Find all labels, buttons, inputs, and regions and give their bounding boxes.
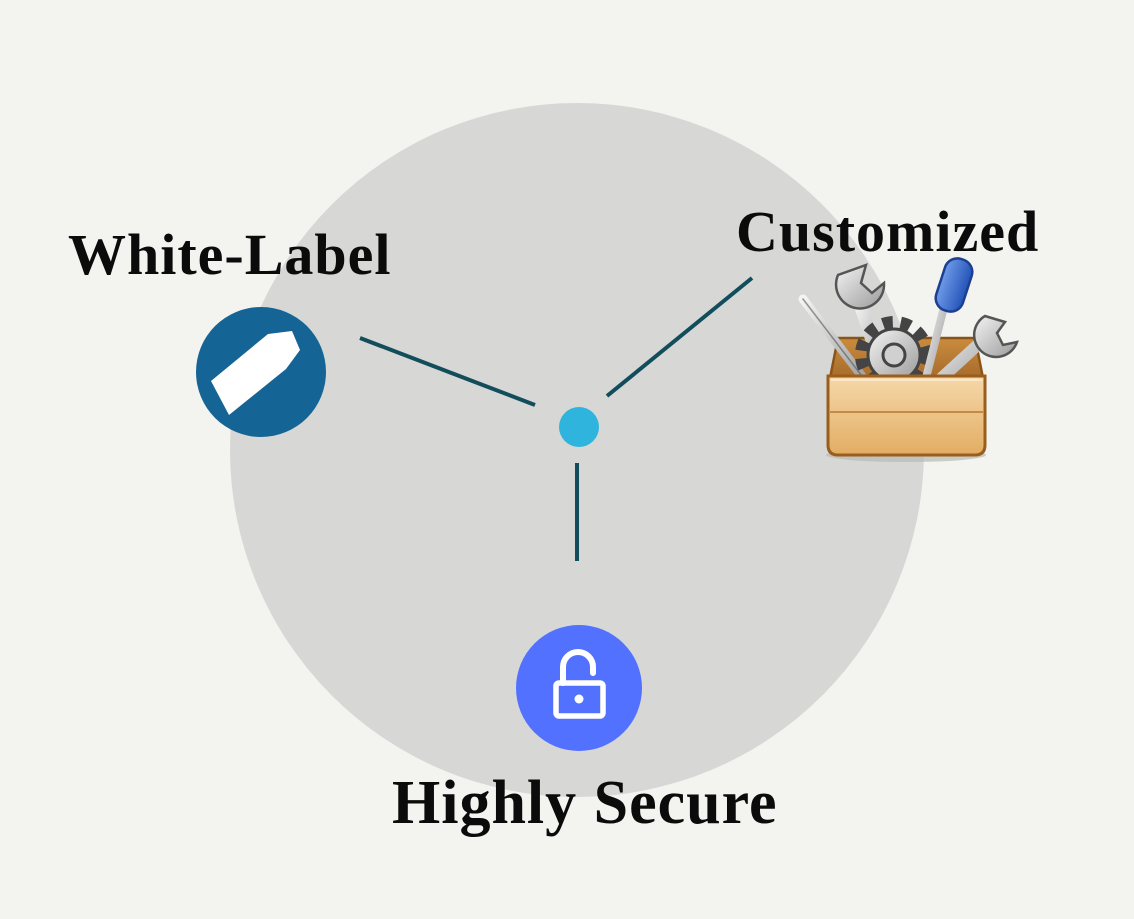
hub-dot xyxy=(559,407,599,447)
highly-secure-title: Highly Secure xyxy=(392,769,778,837)
tag-icon xyxy=(196,307,326,437)
unlocked-padlock-icon xyxy=(516,625,642,751)
connector-white-label xyxy=(359,336,536,407)
background-circle xyxy=(230,103,924,797)
connector-customized xyxy=(605,276,754,398)
white-label-title: White-Label xyxy=(68,222,392,287)
toolbox-icon xyxy=(798,257,1019,462)
customized-title: Customized xyxy=(736,199,1040,264)
